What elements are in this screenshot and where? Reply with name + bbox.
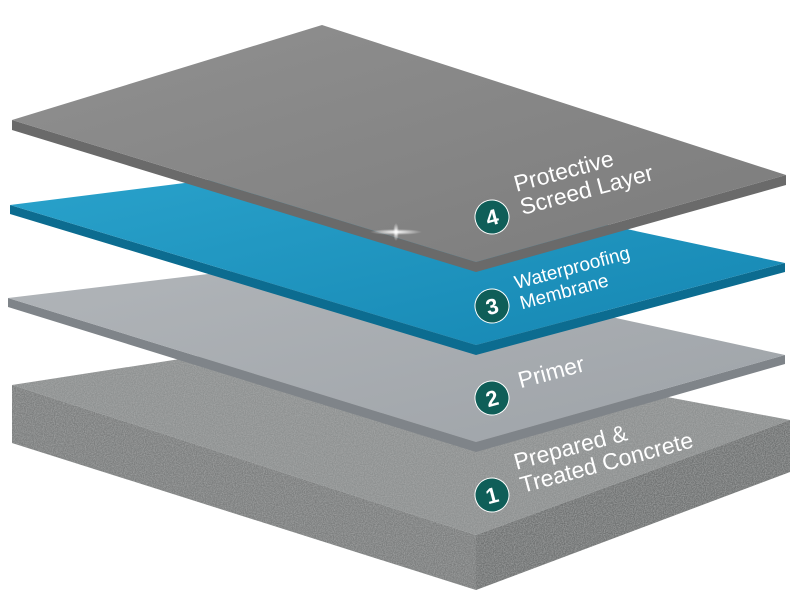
concrete-side-left [12,385,476,590]
membrane-layer [10,165,785,355]
membrane-edge [10,205,785,355]
sparkle-vertical [393,223,399,241]
screed-layer [12,25,786,272]
badge-2 [474,380,510,416]
badge-1 [474,477,510,513]
screed-top [12,25,786,262]
primer-edge [8,298,785,452]
badge-3 [474,288,510,324]
screed-edge [12,120,786,272]
membrane-top [10,165,785,345]
primer-layer [8,258,785,452]
primer-top [8,258,785,442]
badge-4 [474,199,510,235]
concrete-side-right [476,420,790,590]
